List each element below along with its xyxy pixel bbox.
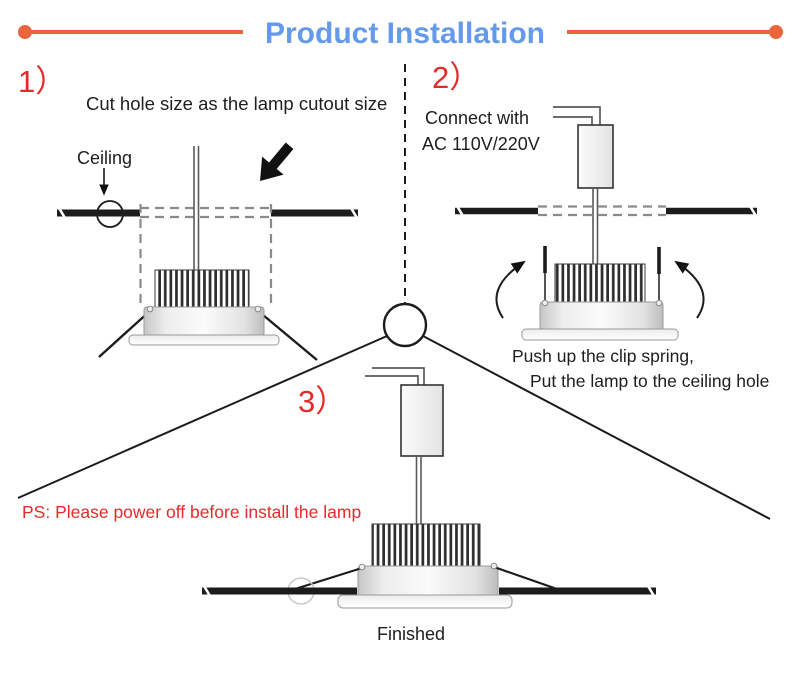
cut-here-arrow-icon: [260, 142, 294, 181]
recessed-lamp-step3: [202, 523, 656, 609]
spring-mount: [254, 305, 262, 313]
ceiling-break-mark: [455, 205, 465, 217]
step2-note-line2: Put the lamp to the ceiling hole: [530, 371, 769, 391]
step2-number: 2）: [432, 60, 480, 95]
clip-spring-right: [256, 309, 318, 361]
trim-ring: [128, 334, 280, 346]
clip-spring-right: [493, 565, 558, 591]
step2-caption-line1: Connect with: [425, 108, 529, 128]
lamp-wire: [193, 146, 200, 270]
heatsink-fins: [371, 523, 481, 568]
heatsink-fins: [154, 269, 250, 309]
spring-mount: [541, 299, 549, 307]
ceiling-label: Ceiling: [77, 148, 132, 168]
lamp-body: [357, 565, 499, 597]
trim-ring: [337, 594, 513, 609]
step2-section: 2） Connect with AC 110V/220V: [422, 60, 769, 391]
spring-mount: [490, 562, 498, 570]
step1-section: 1） Cut hole size as the lamp cutout size…: [18, 64, 387, 361]
supply-wires: [365, 367, 425, 385]
ceiling-break-mark: [202, 585, 212, 597]
lamp-wire: [415, 456, 422, 524]
branch-line-right: [422, 335, 771, 520]
right-divider-dot: [769, 25, 783, 39]
step2-note-line1: Push up the clip spring,: [512, 346, 694, 366]
finished-label: Finished: [377, 624, 445, 644]
step3-warning: PS: Please power off before install the …: [22, 502, 361, 522]
step2-caption-line2: AC 110V/220V: [422, 134, 540, 154]
rotate-left-arrow-icon: [495, 260, 526, 319]
header: Product Installation: [18, 17, 783, 50]
clip-spring-left: [98, 309, 152, 358]
page-title: Product Installation: [265, 17, 545, 50]
spring-mount: [146, 305, 154, 313]
step1-caption: Cut hole size as the lamp cutout size: [86, 93, 387, 114]
ceiling-break-mark: [57, 207, 67, 219]
step3-section: 3） PS: Please power off before install t…: [22, 367, 656, 644]
recessed-lamp-step1: [98, 269, 318, 361]
spring-mount: [358, 563, 366, 571]
led-driver-box: [400, 384, 444, 457]
ceiling-break-mark: [748, 205, 758, 217]
lamp-body: [143, 306, 265, 337]
led-driver-box: [577, 124, 614, 189]
clip-spring-left: [294, 566, 363, 591]
ceiling-break-mark: [646, 585, 656, 597]
cutout-dashed-lines: [139, 204, 273, 308]
step1-number: 1）: [18, 64, 66, 99]
branch-line-left: [17, 335, 388, 499]
spring-mount: [655, 299, 663, 307]
step3-number: 3）: [298, 384, 346, 419]
recessed-lamp-step2: [495, 246, 705, 341]
supply-wires: [553, 106, 601, 125]
rotate-right-arrow-icon: [674, 260, 705, 319]
cutout-dashed-lines: [538, 205, 666, 217]
section-splitter: [17, 64, 771, 520]
junction-circle: [382, 302, 428, 348]
lamp-wire: [592, 188, 599, 264]
lamp-body: [539, 301, 664, 331]
trim-ring: [521, 328, 679, 341]
ceiling-break-mark: [349, 207, 359, 219]
heatsink-fins: [554, 263, 646, 304]
